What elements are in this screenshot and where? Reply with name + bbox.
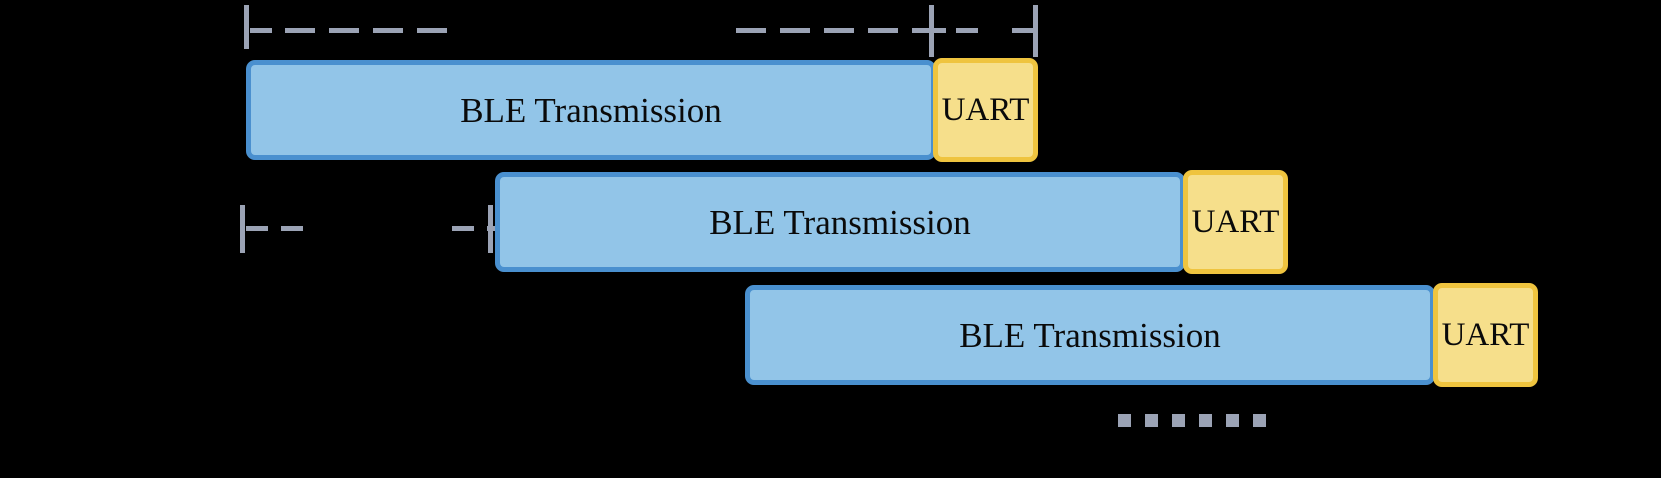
ble-transmission-block-row-1[interactable]: BLE Transmission [246,60,936,160]
ellipsis-dot [1199,414,1212,427]
dimension-dash [868,28,898,33]
dimension-dash [281,226,303,231]
dimension-dash [780,28,810,33]
dimension-dash [373,28,403,33]
ellipsis-dot [1118,414,1131,427]
dimension-dash [417,28,447,33]
continuation-ellipsis [1118,414,1266,427]
dimension-dash [250,28,272,33]
dimension-dash [246,226,268,231]
uart-block-row-1[interactable]: UART [933,58,1038,162]
ble-transmission-block-row-2[interactable]: BLE Transmission [495,172,1185,272]
dimension-tick-end-row-2 [488,205,493,253]
ellipsis-dot [1226,414,1239,427]
uart-block-row-3[interactable]: UART [1433,283,1538,387]
dimension-tick-start-row-1 [244,5,249,49]
dimension-dash [824,28,854,33]
dimension-dash [956,28,978,33]
dimension-dash [1012,28,1036,33]
dimension-dash [918,28,946,33]
uart-block-row-2[interactable]: UART [1183,170,1288,274]
dimension-tick-start-row-2 [240,205,245,253]
ellipsis-dot [1253,414,1266,427]
ble-transmission-block-row-3[interactable]: BLE Transmission [745,285,1435,385]
dimension-dash [285,28,315,33]
dimension-dash [736,28,766,33]
ellipsis-dot [1145,414,1158,427]
ellipsis-dot [1172,414,1185,427]
dimension-dash [452,226,474,231]
dimension-dash [329,28,359,33]
